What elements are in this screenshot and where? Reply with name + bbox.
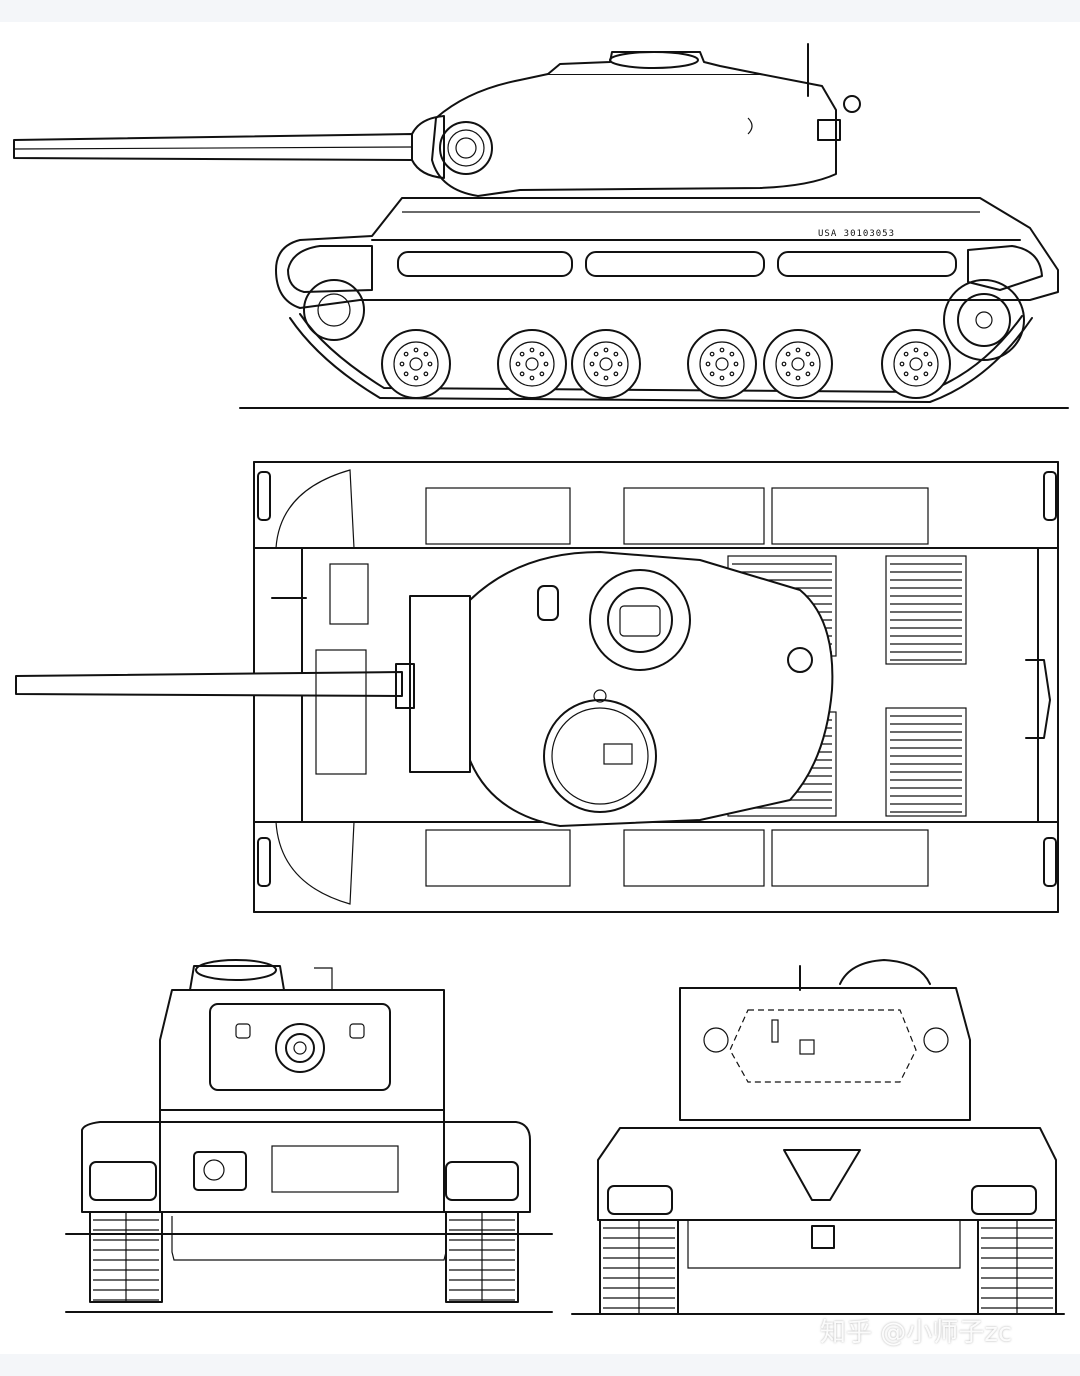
side-hull: USA 30103053	[275, 197, 1059, 309]
side-road-wheels	[381, 329, 951, 399]
road-wheel	[687, 329, 757, 399]
side-idler-wheel	[303, 279, 365, 341]
watermark-text: 知乎 @小师子zc	[820, 1318, 1013, 1348]
side-view: USA 30103053	[13, 43, 1069, 409]
road-wheel	[381, 329, 451, 399]
road-wheel	[571, 329, 641, 399]
side-drive-sprocket	[943, 279, 1025, 361]
top-border-band	[0, 0, 1080, 22]
front-track-treads	[93, 1212, 515, 1302]
road-wheel	[763, 329, 833, 399]
hull-marking: USA 30103053	[818, 229, 895, 239]
front-stowage-rack	[271, 563, 369, 775]
rear-track-treads	[603, 1220, 1053, 1314]
side-gun-barrel	[13, 133, 413, 161]
road-wheel	[497, 329, 567, 399]
top-gun-barrel	[15, 663, 415, 709]
top-view	[15, 461, 1059, 913]
front-view	[65, 959, 553, 1313]
bottom-border-band	[0, 1354, 1080, 1376]
road-wheel	[881, 329, 951, 399]
top-turret	[409, 551, 834, 827]
side-turret	[411, 43, 861, 197]
rear-view	[571, 959, 1065, 1315]
